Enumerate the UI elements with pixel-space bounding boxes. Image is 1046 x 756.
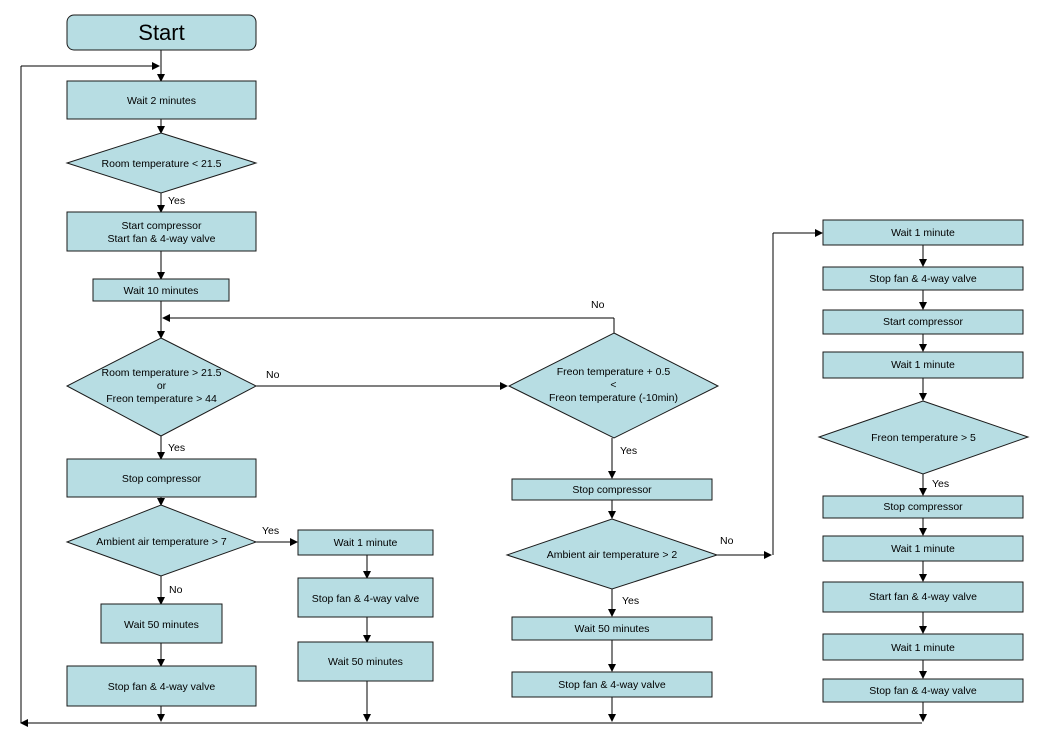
edges xyxy=(20,50,927,727)
node-r-stop-fan-a: Stop fan & 4-way valve xyxy=(822,266,1024,291)
decision-room-temp-gt-line1: Room temperature > 21.5 xyxy=(102,367,222,379)
node-r-stop-compressor-label: Stop compressor xyxy=(883,501,963,513)
node-r-stop-fan-a-label: Stop fan & 4-way valve xyxy=(869,273,977,285)
node-r-wait-1-minute-d: Wait 1 minute xyxy=(822,633,1024,661)
decision-freon-compare: Freon temperature + 0.5 < Freon temperat… xyxy=(507,332,720,439)
node-r-wait-1-minute-d-label: Wait 1 minute xyxy=(891,642,955,654)
decision-freon-compare-line2: < xyxy=(610,379,616,391)
node-start: Start xyxy=(66,14,257,51)
node-r-stop-fan-b: Stop fan & 4-way valve xyxy=(822,678,1024,703)
label-no-room-gt: No xyxy=(266,369,280,381)
label-yes-ambient2: Yes xyxy=(622,595,639,607)
node-stop-compressor-2: Stop compressor xyxy=(511,478,713,501)
node-wait-50-minutes-a: Wait 50 minutes xyxy=(100,603,223,644)
node-wait-50-minutes-c: Wait 50 minutes xyxy=(511,616,713,641)
node-r-stop-compressor: Stop compressor xyxy=(822,495,1024,519)
node-stop-fan-c: Stop fan & 4-way valve xyxy=(511,671,713,698)
node-r-wait-1-minute-c: Wait 1 minute xyxy=(822,535,1024,562)
label-no-freon-cmp: No xyxy=(591,299,605,311)
node-stop-fan-a-label: Stop fan & 4-way valve xyxy=(108,681,216,693)
decision-room-temp-gt: Room temperature > 21.5 or Freon tempera… xyxy=(65,337,258,437)
decision-ambient-7-label: Ambient air temperature > 7 xyxy=(96,536,227,548)
label-yes-room-lt: Yes xyxy=(168,195,185,207)
label-no-ambient7: No xyxy=(169,584,183,596)
decision-room-temp-lt-label: Room temperature < 21.5 xyxy=(102,158,222,170)
node-r-start-fan-label: Start fan & 4-way valve xyxy=(869,591,977,603)
label-yes-room-gt: Yes xyxy=(168,442,185,454)
node-r-stop-fan-b-label: Stop fan & 4-way valve xyxy=(869,685,977,697)
node-wait-50-minutes-b: Wait 50 minutes xyxy=(297,641,434,682)
node-wait-50-minutes-c-label: Wait 50 minutes xyxy=(575,623,650,635)
node-start-compressor: Start compressor Start fan & 4-way valve xyxy=(66,211,257,252)
decision-freon-compare-line1: Freon temperature + 0.5 xyxy=(557,366,671,378)
decision-room-temp-lt: Room temperature < 21.5 xyxy=(65,132,258,194)
node-stop-fan-b: Stop fan & 4-way valve xyxy=(297,577,434,618)
node-stop-fan-a: Stop fan & 4-way valve xyxy=(66,665,257,707)
node-wait-50-minutes-b-label: Wait 50 minutes xyxy=(328,656,403,668)
decision-r-freon-gt-5: Freon temperature > 5 xyxy=(817,400,1030,475)
node-r-wait-1-minute-a-label: Wait 1 minute xyxy=(891,227,955,239)
decision-ambient-7: Ambient air temperature > 7 xyxy=(65,504,258,577)
node-stop-compressor-1: Stop compressor xyxy=(66,458,257,498)
decision-room-temp-gt-line3: Freon temperature > 44 xyxy=(106,393,217,405)
decision-r-freon-gt-5-label: Freon temperature > 5 xyxy=(871,432,976,444)
node-wait-1-minute-b: Wait 1 minute xyxy=(297,529,434,556)
node-stop-fan-b-label: Stop fan & 4-way valve xyxy=(312,593,420,605)
node-start-label: Start xyxy=(138,20,184,45)
label-yes-freon5: Yes xyxy=(932,478,949,490)
node-stop-fan-c-label: Stop fan & 4-way valve xyxy=(558,679,666,691)
node-wait-2-minutes-label: Wait 2 minutes xyxy=(127,95,196,107)
node-r-start-fan: Start fan & 4-way valve xyxy=(822,581,1024,613)
node-r-wait-1-minute-c-label: Wait 1 minute xyxy=(891,543,955,555)
node-wait-1-minute-b-label: Wait 1 minute xyxy=(334,537,398,549)
node-r-start-compressor-label: Start compressor xyxy=(883,316,963,328)
label-yes-ambient7: Yes xyxy=(262,525,279,537)
node-stop-compressor-1-label: Stop compressor xyxy=(122,473,202,485)
node-stop-compressor-2-label: Stop compressor xyxy=(572,484,652,496)
label-no-ambient2: No xyxy=(720,535,734,547)
node-start-compressor-line2: Start fan & 4-way valve xyxy=(108,233,216,245)
decision-ambient-2-label: Ambient air temperature > 2 xyxy=(547,549,678,561)
edge-labels: Yes Yes No Yes No No Yes No Yes Yes xyxy=(168,195,949,607)
node-r-wait-1-minute-b-label: Wait 1 minute xyxy=(891,359,955,371)
node-wait-2-minutes: Wait 2 minutes xyxy=(66,80,257,120)
node-r-wait-1-minute-a: Wait 1 minute xyxy=(822,219,1024,246)
decision-ambient-2: Ambient air temperature > 2 xyxy=(505,518,719,590)
node-wait-10-minutes: Wait 10 minutes xyxy=(92,278,230,302)
node-start-compressor-line1: Start compressor xyxy=(122,220,202,232)
decision-room-temp-gt-line2: or xyxy=(157,380,167,392)
label-yes-freon-cmp: Yes xyxy=(620,445,637,457)
node-r-wait-1-minute-b: Wait 1 minute xyxy=(822,351,1024,379)
node-wait-10-minutes-label: Wait 10 minutes xyxy=(124,285,199,297)
node-wait-50-minutes-a-label: Wait 50 minutes xyxy=(124,619,199,631)
decision-freon-compare-line3: Freon temperature (-10min) xyxy=(549,392,678,404)
node-r-start-compressor: Start compressor xyxy=(822,309,1024,335)
